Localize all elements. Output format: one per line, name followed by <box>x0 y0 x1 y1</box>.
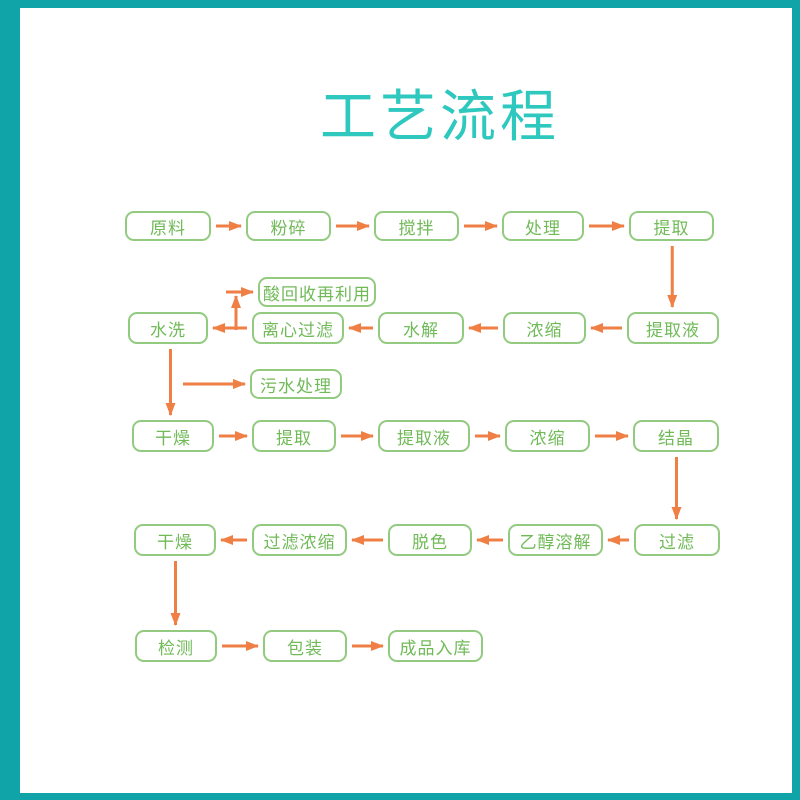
flow-node-tuose: 脱色 <box>388 524 472 556</box>
flow-node-nongsuo1: 浓缩 <box>503 312 586 344</box>
flow-node-ganzao1: 干燥 <box>132 420 214 452</box>
flow-node-fensui: 粉碎 <box>246 211 331 241</box>
flow-node-ganzao2: 干燥 <box>134 524 216 556</box>
flow-node-tiquye2: 提取液 <box>378 420 470 452</box>
flow-node-baozhuang: 包装 <box>263 630 347 662</box>
frame-left <box>0 0 20 800</box>
flow-node-jiejing: 结晶 <box>633 420 719 452</box>
frame-top <box>0 0 800 8</box>
flow-node-yuanliao: 原料 <box>125 211 211 241</box>
flow-node-tiqu2: 提取 <box>252 420 336 452</box>
frame-right <box>792 0 800 800</box>
flow-node-jiance: 检测 <box>135 630 217 662</box>
flow-node-tiquye1: 提取液 <box>627 312 719 344</box>
flow-node-shuijie: 水解 <box>378 312 464 344</box>
flow-node-guolv: 过滤 <box>634 524 720 556</box>
flow-node-ycrj: 乙醇溶解 <box>508 524 603 556</box>
flow-node-glns: 过滤浓缩 <box>252 524 347 556</box>
flow-node-nongsuo2: 浓缩 <box>505 420 590 452</box>
flow-node-wushui: 污水处理 <box>250 369 342 399</box>
flow-node-cpruku: 成品入库 <box>388 630 483 662</box>
flow-node-lixin: 离心过滤 <box>252 312 344 344</box>
frame-bottom <box>0 793 800 800</box>
flow-node-tiqu1: 提取 <box>629 211 714 241</box>
flow-node-suan: 酸回收再利用 <box>258 277 376 307</box>
flow-node-shuixi: 水洗 <box>128 312 208 344</box>
diagram-title: 工艺流程 <box>320 85 560 148</box>
flow-node-chuli: 处理 <box>502 211 584 241</box>
flow-node-jiaoban: 搅拌 <box>374 211 459 241</box>
